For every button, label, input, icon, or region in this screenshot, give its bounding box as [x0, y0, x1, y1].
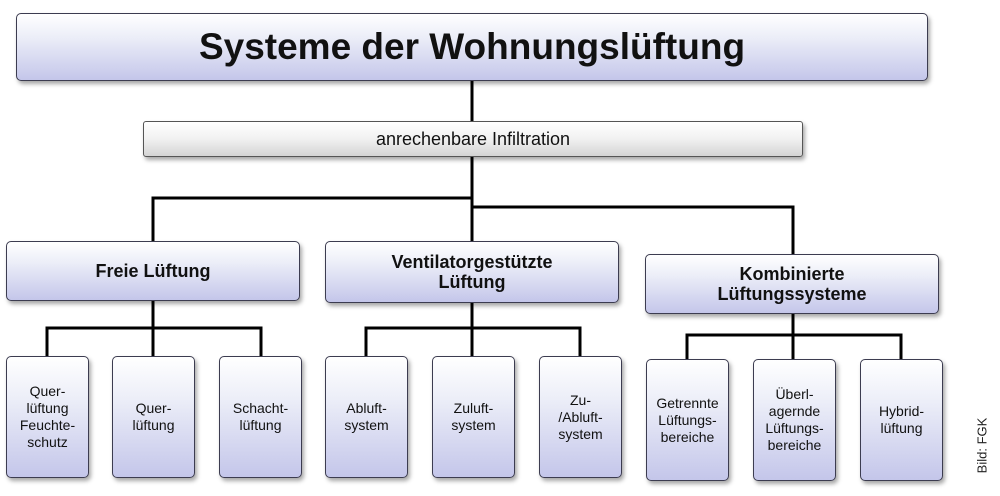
leaf-schachtlueftung: Schacht- lüftung: [219, 356, 302, 478]
category-kombinierte-lueftungssysteme: Kombinierte Lüftungssysteme: [645, 254, 939, 314]
leaf-ueberlagernde-lueftungsbereiche: Überl- agernde Lüftungs- bereiche: [753, 359, 836, 481]
diagram-title: Systeme der Wohnungslüftung: [16, 13, 928, 81]
image-credit: Bild: FGK: [968, 410, 996, 480]
infiltration-box: anrechenbare Infiltration: [143, 121, 803, 157]
leaf-getrennte-lueftungsbereiche: Getrennte Lüftungs- bereiche: [646, 359, 729, 481]
image-credit-text: Bild: FGK: [974, 417, 990, 473]
leaf-querlueftung-feuchteschutz: Quer- lüftung Feuchte- schutz: [6, 356, 89, 478]
category-freie-lueftung: Freie Lüftung: [6, 241, 300, 301]
leaf-hybridlueftung: Hybrid- lüftung: [860, 359, 943, 481]
category-ventilatorgestuetzte-lueftung: Ventilatorgestützte Lüftung: [325, 241, 619, 303]
connector-to-kombinierte: [470, 205, 795, 256]
leaf-abluftsystem: Abluft- system: [325, 356, 408, 478]
connector-to-freie: [151, 196, 474, 243]
leaf-zu-abluftsystem: Zu- /Abluft- system: [539, 356, 622, 478]
leaf-querlueftung: Quer- lüftung: [112, 356, 195, 478]
leaf-zuluftsystem: Zuluft- system: [432, 356, 515, 478]
